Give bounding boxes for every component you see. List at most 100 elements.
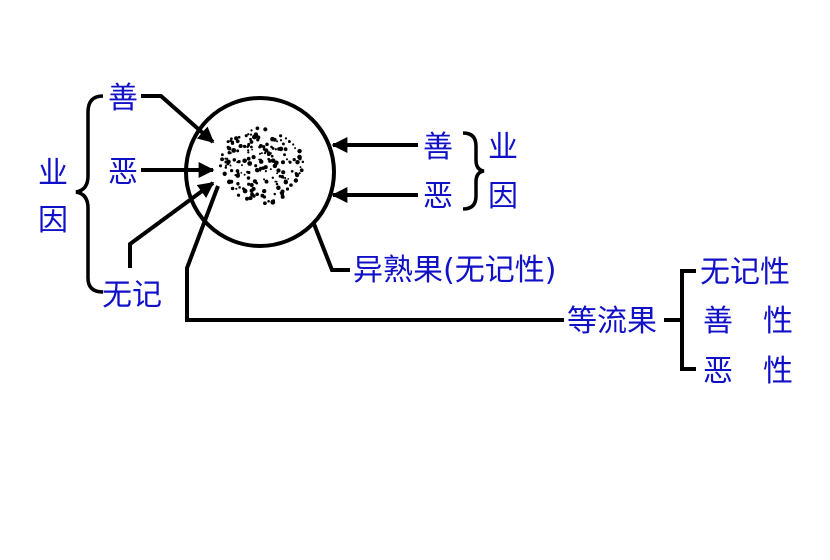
seed-dot — [270, 136, 275, 142]
seed-dot — [276, 140, 279, 143]
seed-dot — [299, 168, 304, 173]
seed-dot — [235, 187, 238, 190]
seed-dot — [285, 158, 289, 161]
seed-dot — [218, 164, 223, 168]
seed-dot — [279, 134, 283, 138]
arrow-neutral-to-circle — [128, 181, 215, 268]
seed-dot — [247, 133, 250, 136]
seed-dot — [289, 183, 293, 187]
right-brace — [462, 131, 485, 211]
seed-dot — [227, 151, 231, 155]
seed-dot — [249, 133, 253, 136]
seed-dot — [262, 188, 267, 194]
seed-dot — [235, 169, 240, 173]
seed-dot — [220, 157, 225, 162]
left-item-evil: 恶 — [108, 155, 138, 190]
seed-dot — [235, 173, 241, 178]
seed-dot — [299, 166, 302, 169]
seed-dot — [226, 140, 230, 144]
seed-dot — [231, 148, 237, 153]
seed-dot — [280, 160, 286, 165]
seed-dot — [258, 152, 262, 155]
seed-dot — [293, 178, 299, 183]
seed-dot — [251, 155, 256, 160]
left-brace-label-bottom: 因 — [38, 203, 68, 238]
seed-dot — [281, 142, 285, 146]
seed-dot — [295, 160, 300, 165]
seed-dot — [270, 199, 275, 204]
seed-dot — [274, 180, 277, 183]
seed-dot — [250, 192, 255, 197]
seed-dot — [264, 179, 269, 184]
seed-dot — [292, 157, 296, 162]
nisyanda-branch-bracket — [664, 269, 696, 371]
seed-dot — [236, 161, 239, 164]
seed-dot — [275, 182, 279, 186]
line-to-vipaka — [312, 223, 350, 272]
seed-dot — [263, 151, 267, 155]
seed-dot — [246, 156, 251, 161]
nisyanda-item-evil: 恶 性 — [703, 354, 793, 389]
seed-dot — [267, 157, 271, 161]
seed-dot — [249, 140, 254, 144]
seed-dot — [226, 162, 230, 166]
right-brace-label-bottom: 因 — [488, 179, 518, 214]
seed-dot — [290, 169, 294, 173]
seed-dot — [242, 188, 248, 194]
seed-dot — [255, 126, 260, 131]
seed-dot — [242, 158, 247, 163]
seed-dot — [247, 149, 250, 152]
seed-dot — [241, 164, 243, 167]
left-brace-label-top: 业 — [38, 156, 68, 191]
seed-dot — [252, 134, 256, 139]
seed-dot — [229, 168, 234, 173]
seed-dot — [238, 145, 241, 148]
seed-dot — [278, 146, 284, 152]
seed-dot — [250, 129, 253, 132]
seed-dot — [267, 151, 271, 155]
seed-dot — [283, 153, 286, 157]
seed-dot — [232, 158, 237, 162]
seed-dot — [234, 136, 239, 141]
seed-dot — [263, 201, 267, 206]
seed-dot — [269, 168, 272, 171]
seed-dot — [237, 135, 241, 139]
seed-dot — [292, 143, 295, 146]
seed-dot — [238, 186, 241, 189]
seed-dot — [260, 193, 265, 198]
seed-dot — [270, 154, 274, 158]
seed-dot — [249, 137, 252, 141]
right-input-good: 善 — [423, 130, 453, 165]
right-brace-label-top: 业 — [488, 130, 518, 165]
seed-dot — [279, 139, 283, 142]
seed-dots — [218, 126, 305, 206]
seed-dot — [234, 174, 237, 177]
seed-dot — [270, 158, 276, 163]
seed-dot — [285, 179, 288, 182]
seed-dot — [287, 140, 291, 144]
seed-dot — [230, 140, 235, 144]
seed-dot — [294, 147, 297, 150]
seed-dot — [295, 173, 300, 178]
arrow-good-to-circle — [141, 94, 215, 144]
seed-dot — [236, 149, 240, 153]
seed-dot — [287, 178, 290, 180]
seed-dot — [298, 172, 301, 175]
seed-dot — [254, 164, 258, 168]
seed-dot — [247, 151, 250, 154]
vipaka-label: 异熟果(无记性) — [353, 253, 556, 288]
seed-dot — [256, 138, 260, 142]
seed-dot — [267, 199, 270, 203]
seed-dot — [246, 145, 249, 149]
seed-dot — [280, 189, 285, 194]
seed-dot — [297, 148, 302, 154]
seed-dot — [246, 170, 250, 174]
seed-dot — [288, 160, 291, 163]
seed-dot — [242, 144, 247, 149]
seed-dot — [280, 194, 285, 199]
seed-dot — [276, 168, 281, 173]
nisyanda-item-neutral: 无记性 — [700, 255, 790, 290]
seed-dot — [245, 196, 249, 201]
line-to-nisyanda — [185, 185, 564, 322]
